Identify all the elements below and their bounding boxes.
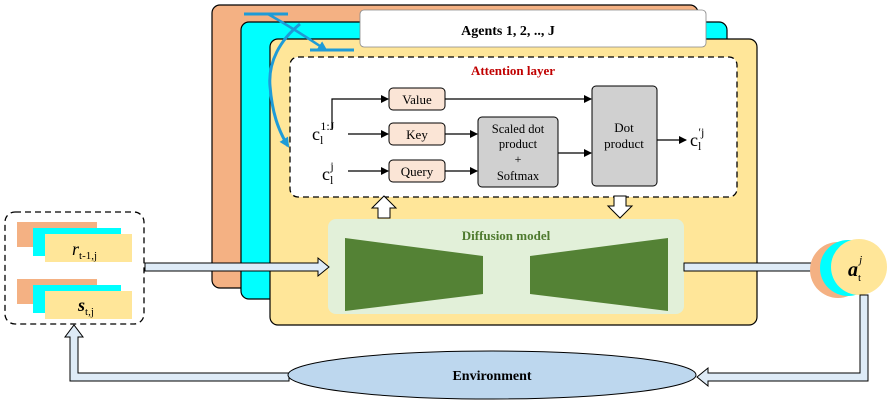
dot-product-box [591,85,658,187]
agents-title: Agents 1, 2, .., J [461,24,555,39]
dot-line2: product [604,136,644,151]
stack-curve-icon [244,12,354,148]
diffusion-encoder-shape [345,238,483,311]
arrow-state-to-diffusion [144,256,330,278]
scaled-dot-softmax-box [477,116,559,188]
action-label: atj [848,254,862,284]
dot-line1: Dot [614,120,634,135]
value-label: Value [402,92,432,107]
reward-card-front [45,234,132,262]
input-c-j: clj [322,159,334,187]
input-c-1J: cl1:J [312,119,335,147]
arrow-action-to-environment [696,294,869,388]
state-label: st,j [77,295,94,318]
diffusion-model-title: Diffusion model [462,228,551,243]
diffusion-decoder-shape [530,238,668,311]
action-disc-front [831,239,887,295]
key-label: Key [406,127,428,142]
attention-layer-title: Attention layer [471,63,555,78]
query-label: Query [401,164,434,179]
reward-label: rt-1,j [72,239,97,262]
attention-arrows [331,95,687,175]
environment-ellipse [287,350,697,400]
scaled-line1: Scaled dot [492,122,545,136]
scaled-line2: product [499,137,538,151]
arrow-down-to-diffusion [606,195,634,219]
environment-label: Environment [452,369,531,384]
arrow-up-to-attention [370,195,398,219]
arrow-environment-to-state [64,324,290,382]
scaled-plus: + [515,152,522,166]
agents-title-box [359,9,707,48]
state-card-front [45,291,132,319]
output-c-prime-j: cl′j [690,125,704,153]
scaled-line3: Softmax [497,169,540,183]
